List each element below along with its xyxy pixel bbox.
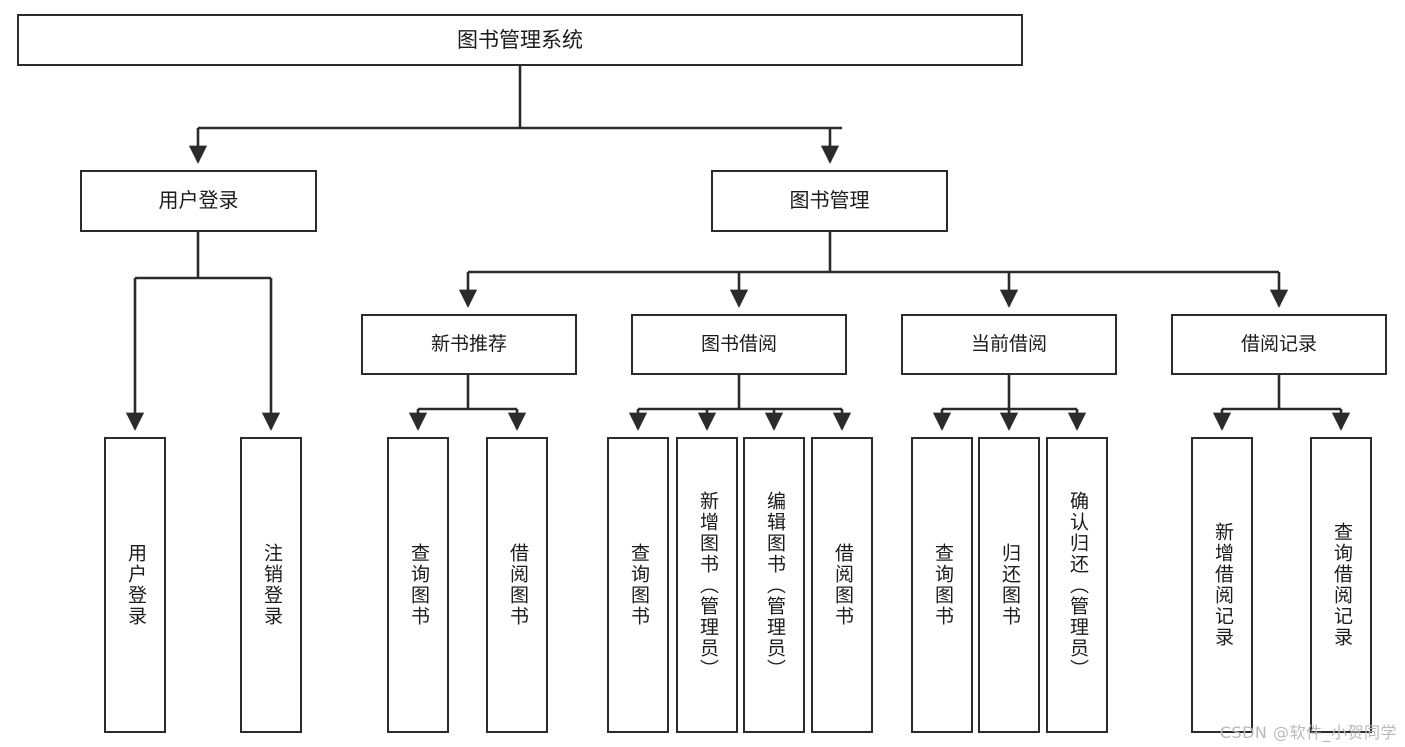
leaf-borrow-book[interactable]: 借阅图书 bbox=[811, 437, 873, 733]
leaf-borrow-book-recommend[interactable]: 借阅图书 bbox=[486, 437, 548, 733]
leaf-query-book-current[interactable]: 查询图书 bbox=[911, 437, 973, 733]
node-label: 图书借阅 bbox=[700, 333, 777, 356]
node-borrow-record[interactable]: 借阅记录 bbox=[1171, 314, 1387, 375]
node-label: 图书管理 bbox=[789, 188, 870, 213]
node-label: 查询借阅记录 bbox=[1330, 522, 1353, 648]
leaf-edit-book-admin[interactable]: 编辑图书（管理员） bbox=[743, 437, 805, 733]
node-label: 用户登录 bbox=[158, 188, 239, 213]
node-label: 借阅图书 bbox=[506, 543, 529, 627]
node-label: 查询图书 bbox=[407, 543, 430, 627]
leaf-add-book-admin[interactable]: 新增图书（管理员） bbox=[676, 437, 738, 733]
leaf-query-book-recommend[interactable]: 查询图书 bbox=[387, 437, 449, 733]
node-label: 确认归还（管理员） bbox=[1066, 490, 1089, 680]
node-label: 新增图书（管理员） bbox=[696, 490, 719, 680]
watermark-csdn: CSDN @软件_小贺同学 bbox=[1219, 723, 1397, 742]
node-label: 查询图书 bbox=[931, 543, 954, 627]
leaf-add-borrow-record[interactable]: 新增借阅记录 bbox=[1191, 437, 1253, 733]
node-label: 图书管理系统 bbox=[457, 27, 583, 52]
leaf-user-login[interactable]: 用户登录 bbox=[104, 437, 166, 733]
leaf-query-book-borrow[interactable]: 查询图书 bbox=[607, 437, 669, 733]
leaf-query-borrow-record[interactable]: 查询借阅记录 bbox=[1310, 437, 1372, 733]
node-label: 当前借阅 bbox=[970, 333, 1047, 356]
leaf-user-logout[interactable]: 注销登录 bbox=[240, 437, 302, 733]
node-label: 新书推荐 bbox=[430, 333, 507, 356]
node-label: 用户登录 bbox=[124, 543, 147, 627]
node-current-borrow[interactable]: 当前借阅 bbox=[901, 314, 1117, 375]
node-book-management[interactable]: 图书管理 bbox=[711, 170, 948, 232]
node-label: 注销登录 bbox=[260, 543, 283, 627]
node-book-borrow[interactable]: 图书借阅 bbox=[631, 314, 847, 375]
node-user-login[interactable]: 用户登录 bbox=[80, 170, 317, 232]
node-label: 新增借阅记录 bbox=[1211, 522, 1234, 648]
leaf-return-book[interactable]: 归还图书 bbox=[978, 437, 1040, 733]
node-label: 借阅图书 bbox=[831, 543, 854, 627]
node-label: 归还图书 bbox=[998, 543, 1021, 627]
node-label: 查询图书 bbox=[627, 543, 650, 627]
node-root-book-management-system[interactable]: 图书管理系统 bbox=[17, 14, 1023, 66]
node-label: 借阅记录 bbox=[1240, 333, 1317, 356]
leaf-confirm-return-admin[interactable]: 确认归还（管理员） bbox=[1046, 437, 1108, 733]
node-new-book-recommend[interactable]: 新书推荐 bbox=[361, 314, 577, 375]
node-label: 编辑图书（管理员） bbox=[763, 490, 786, 680]
